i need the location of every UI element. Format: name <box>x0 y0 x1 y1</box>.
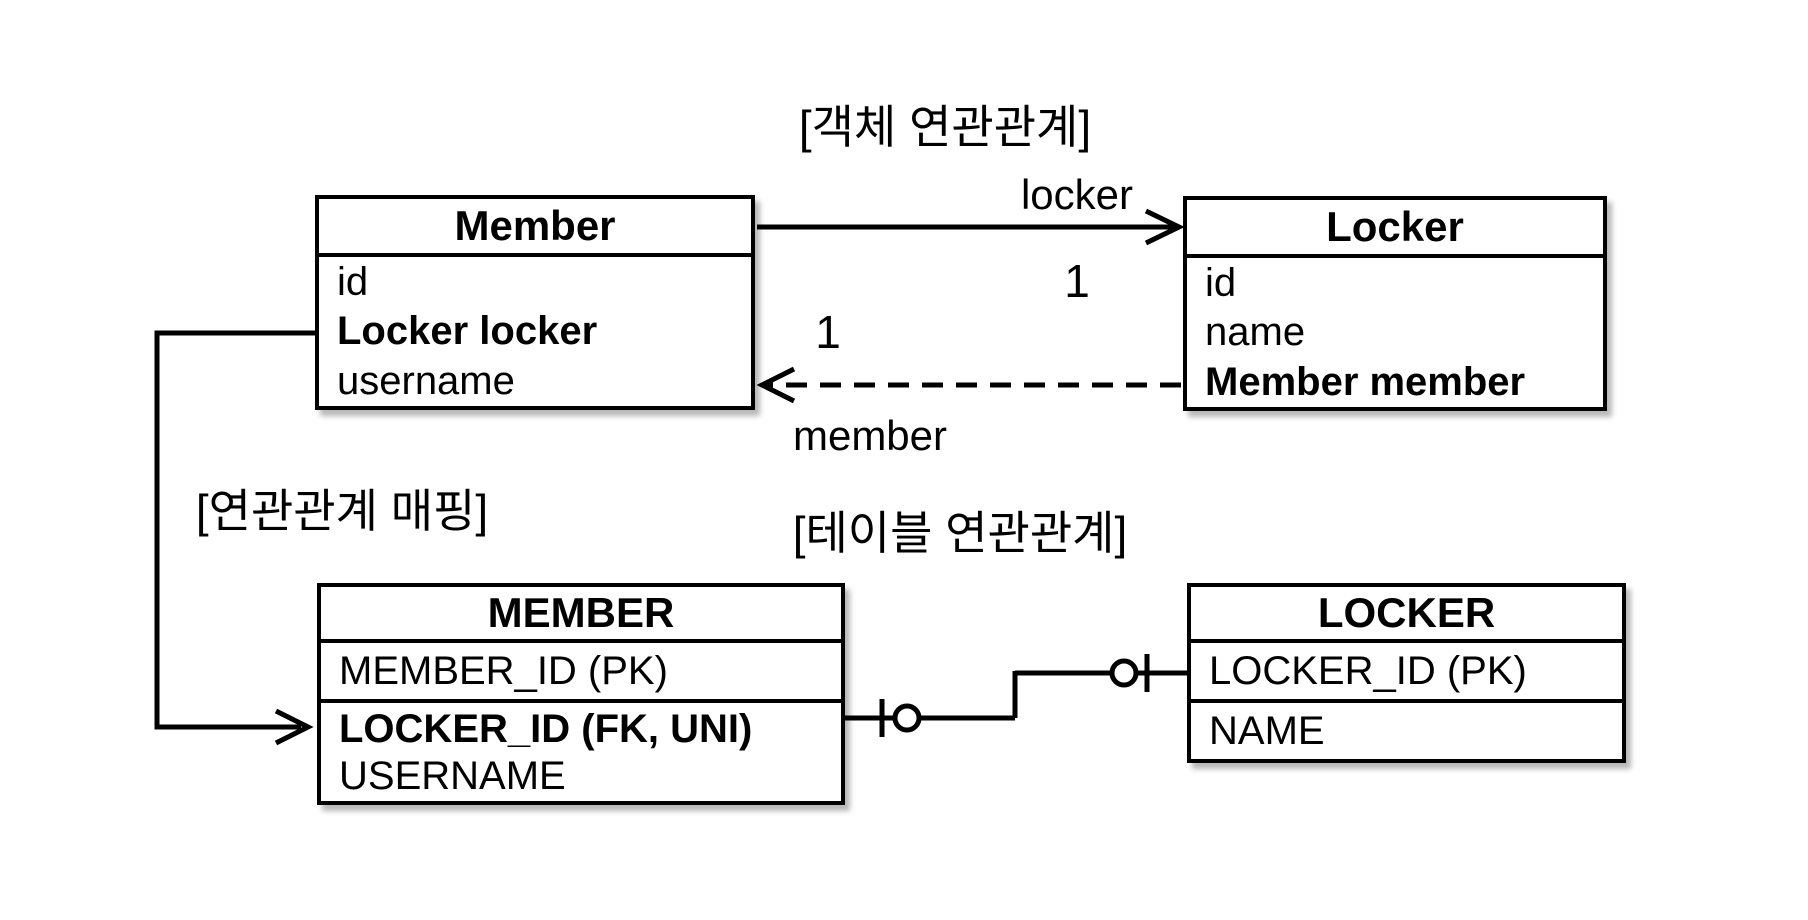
locker-class-box: Locker id name Member member <box>1183 196 1607 411</box>
locker-table-column-name: NAME <box>1209 708 1325 753</box>
table-association-label: [테이블 연관관계] <box>792 507 1128 559</box>
object-association-label: [객체 연관관계] <box>798 101 1092 153</box>
member-association-name: member <box>792 412 948 459</box>
locker-association-multiplicity: 1 <box>1064 255 1090 307</box>
member-table-column-member-id: MEMBER_ID (PK) <box>321 643 841 703</box>
zero-circle-locker-side-icon <box>1109 658 1139 688</box>
member-table-title: MEMBER <box>321 587 841 643</box>
member-table-column-locker-id: LOCKER_ID (FK, UNI) <box>339 707 753 751</box>
member-table-box: MEMBER MEMBER_ID (PK) LOCKER_ID (FK, UNI… <box>317 583 845 805</box>
mapping-arrowhead-icon <box>274 708 314 746</box>
member-table-column-username: USERNAME <box>339 754 566 798</box>
locker-field-member: Member member <box>1205 360 1526 405</box>
member-field-id: id <box>337 259 369 304</box>
zero-circle-member-side-icon <box>892 703 922 733</box>
locker-table-title: LOCKER <box>1191 587 1622 643</box>
locker-field-name: name <box>1205 310 1306 355</box>
locker-class-title: Locker <box>1187 200 1603 258</box>
locker-table-column-locker-id: LOCKER_ID (PK) <box>1191 643 1622 703</box>
locker-table-box: LOCKER LOCKER_ID (PK) NAME <box>1187 583 1626 763</box>
association-mapping-label: [연관관계 매핑] <box>195 485 489 537</box>
member-class-box: Member id Locker locker username <box>315 195 755 410</box>
member-association-multiplicity: 1 <box>815 306 841 358</box>
member-association-arrowhead-icon <box>756 366 796 404</box>
member-class-fields: id Locker locker username <box>319 257 751 406</box>
member-class-title: Member <box>319 199 751 257</box>
locker-association-name: locker <box>1020 171 1134 218</box>
member-field-locker: Locker locker <box>337 309 598 354</box>
locker-class-fields: id name Member member <box>1187 258 1603 407</box>
locker-field-id: id <box>1205 260 1237 305</box>
locker-association-arrowhead-icon <box>1144 208 1185 246</box>
member-field-username: username <box>337 359 515 404</box>
